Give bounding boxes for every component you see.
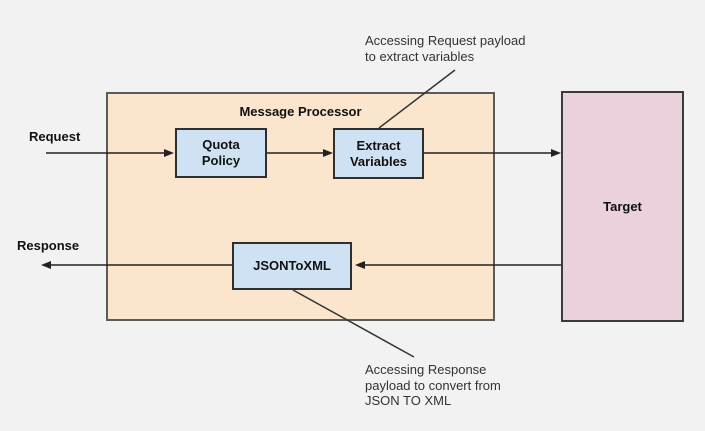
response-annotation: Accessing Response payload to convert fr… bbox=[365, 362, 501, 409]
request-label: Request bbox=[29, 129, 81, 144]
quota-policy-label-line2: Policy bbox=[201, 153, 241, 168]
target-label: Target bbox=[603, 199, 642, 214]
response-label: Response bbox=[17, 238, 80, 253]
response-annotation-line3: JSON TO XML bbox=[365, 393, 452, 408]
jsontoxml-label: JSONToXML bbox=[253, 258, 331, 273]
jsontoxml-node: JSONToXML bbox=[232, 242, 352, 290]
quota-policy-label-line1: Quota bbox=[202, 137, 240, 152]
extract-variables-label-line2: Variables bbox=[349, 153, 408, 169]
extract-variables-label-line1: Extract bbox=[356, 137, 401, 153]
response-annotation-line2: payload to convert from bbox=[365, 377, 501, 393]
response-annotation-line1: Accessing Response bbox=[365, 362, 487, 377]
request-annotation-line2: to extract variables bbox=[365, 48, 475, 64]
extract-variables-node: Extract Variables bbox=[333, 128, 424, 179]
request-annotation-line1: Accessing Request payload bbox=[365, 33, 526, 48]
target-node: Target bbox=[561, 91, 684, 322]
quota-policy-node: Quota Policy bbox=[175, 128, 267, 178]
request-annotation: Accessing Request payload to extract var… bbox=[365, 33, 525, 64]
message-processor-title: Message Processor bbox=[239, 104, 362, 119]
